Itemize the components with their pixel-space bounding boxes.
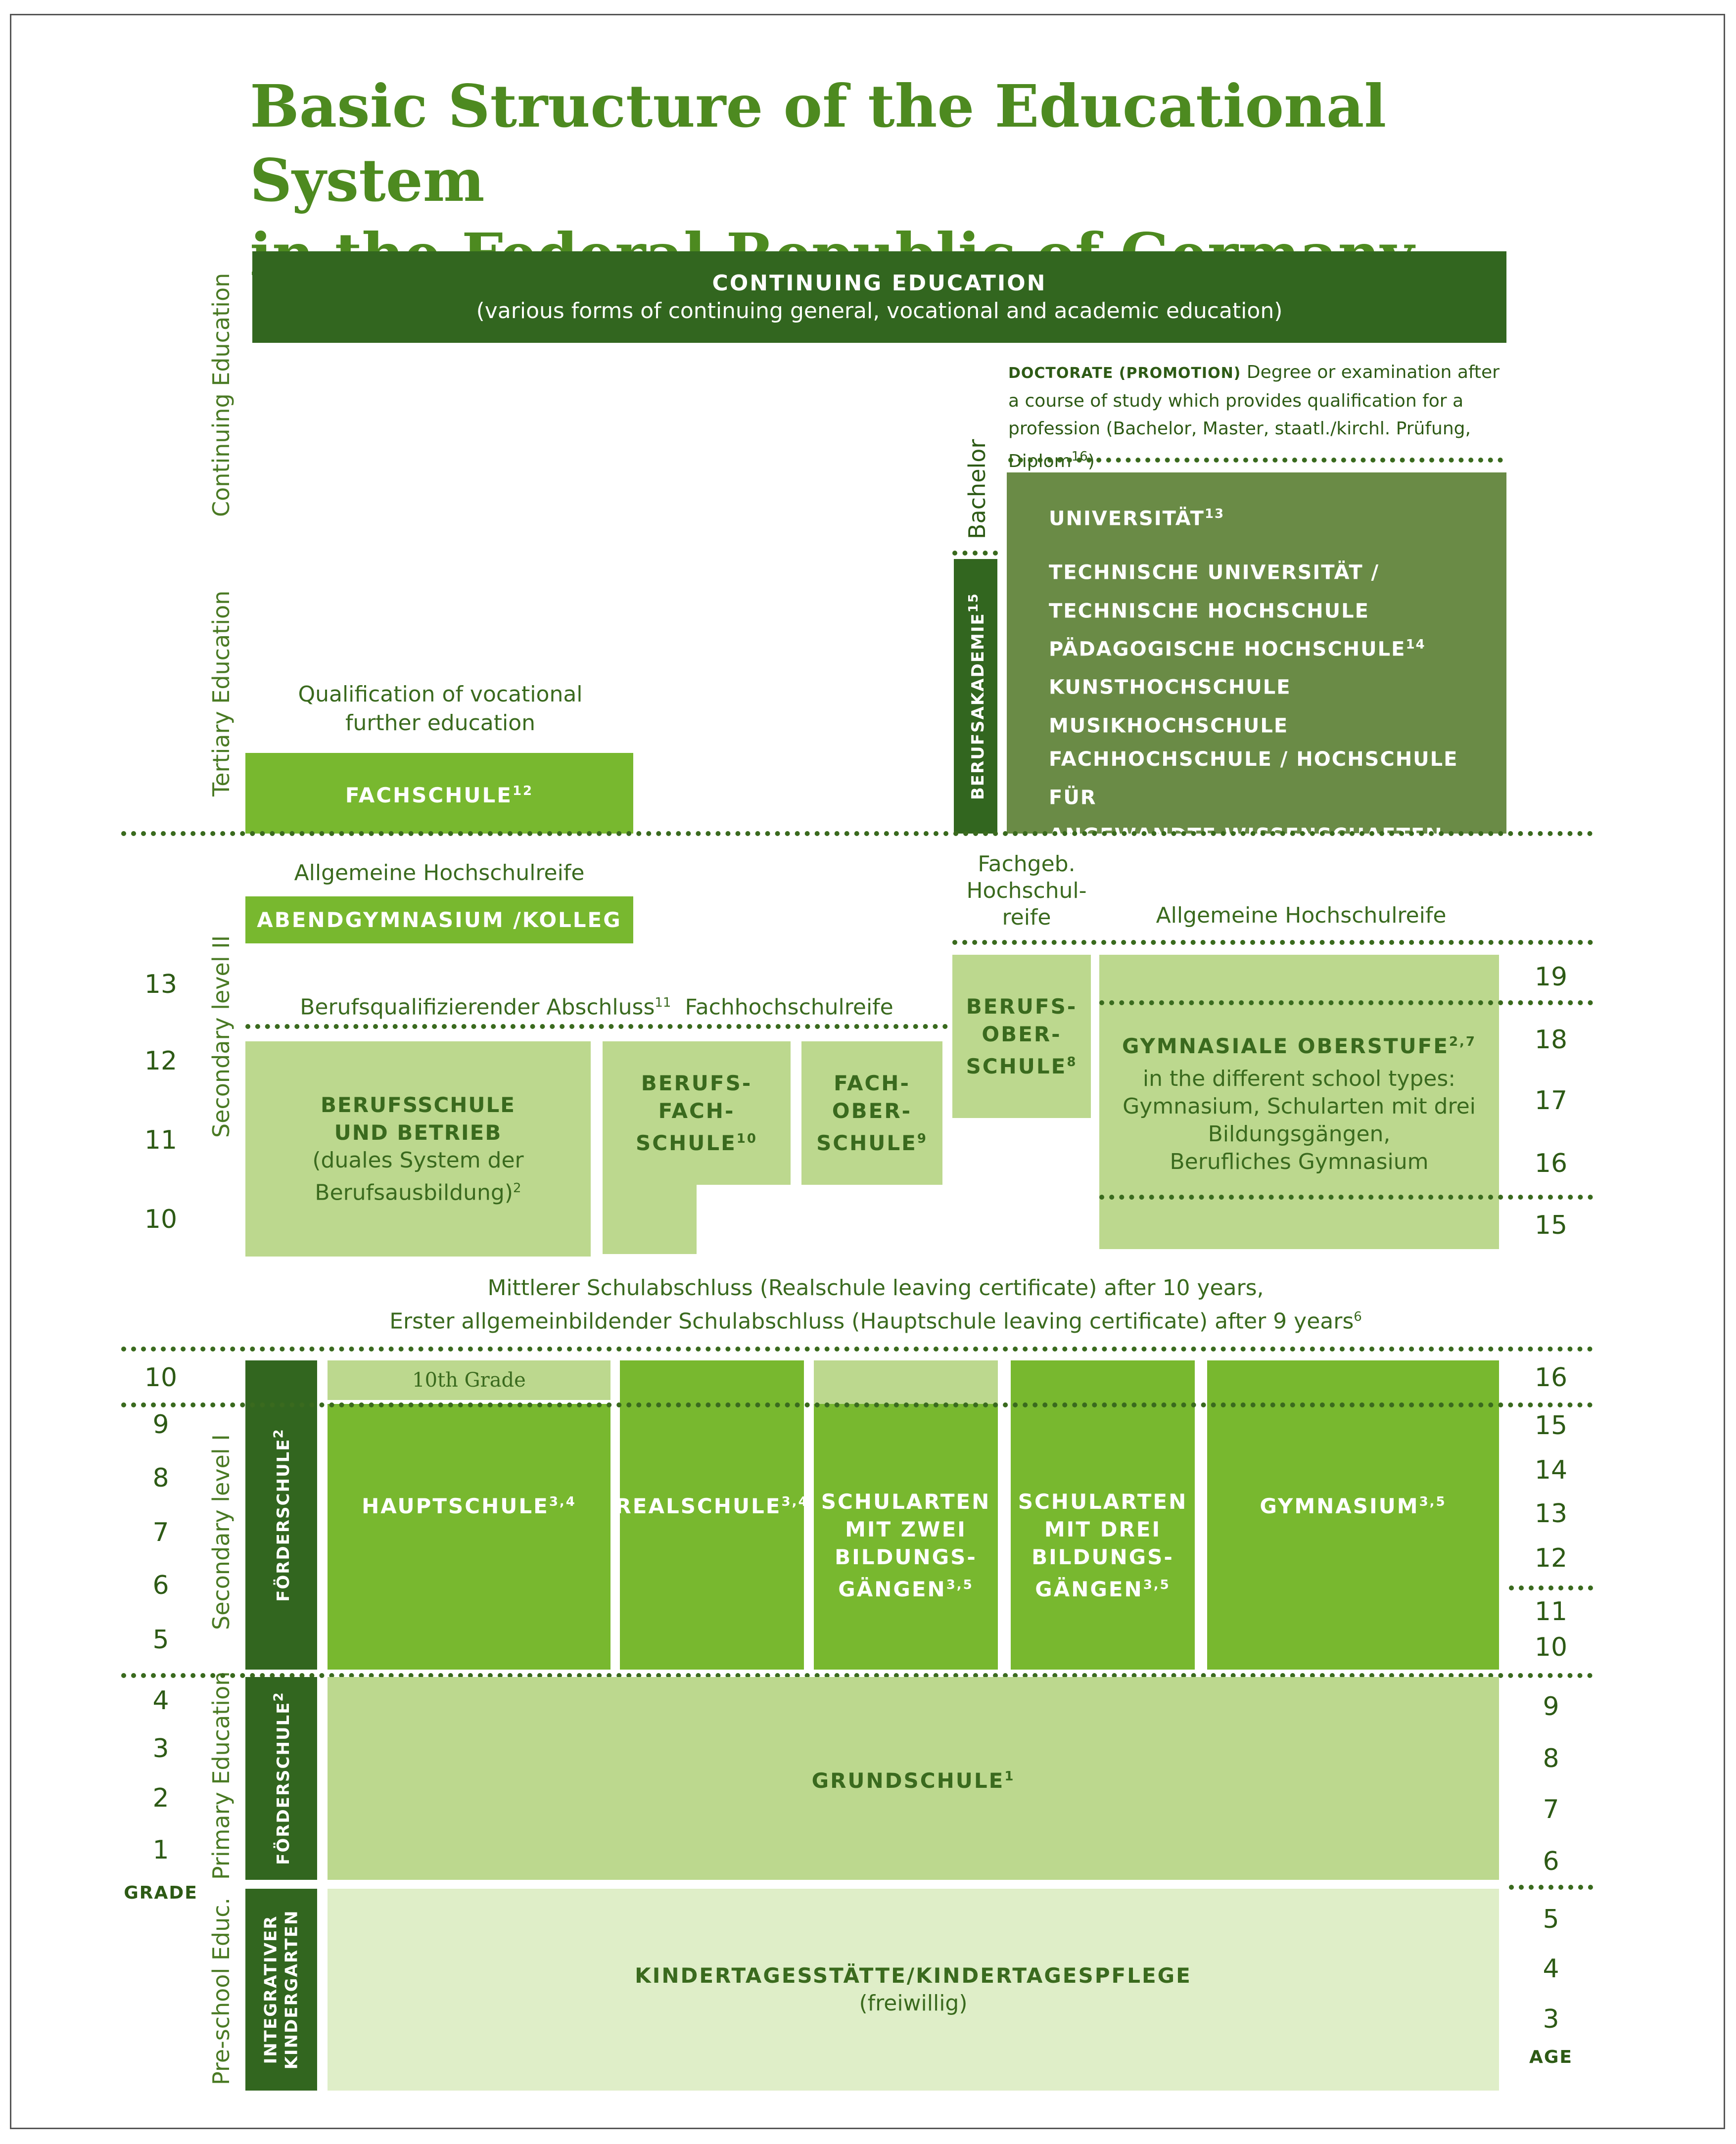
continuing-education-box: CONTINUING EDUCATION (various forms of c… — [252, 251, 1506, 343]
grade-number: 13 — [144, 970, 178, 999]
gymnasiale-oberstufe-box: GYMNASIALE OBERSTUFE2,7 in the different… — [1099, 955, 1499, 1249]
age-label: AGE — [1529, 2047, 1573, 2067]
realschule-box: REALSCHULE3,4 — [615, 1360, 807, 1670]
age-number: 19 — [1534, 962, 1568, 992]
age-number: 7 — [1543, 1795, 1559, 1824]
schularten-drei-box: SCHULARTEN MIT DREI BILDUNGS- GÄNGEN3,5 — [1011, 1360, 1195, 1670]
age-number: 16 — [1534, 1149, 1568, 1178]
grade-number: 11 — [144, 1125, 178, 1155]
divider-gymnasiale-bottom — [1099, 1195, 1593, 1200]
university-item: TECHNISCHE HOCHSCHULE — [1049, 599, 1369, 622]
university-item: VERWALTUNGSFACHHOCHSCHULE — [1049, 862, 1450, 886]
label-tertiary-education: Tertiary Education — [208, 590, 235, 796]
label-preschool-education: Pre-school Educ. — [208, 1897, 235, 2085]
divider-berufsqual — [245, 1024, 948, 1029]
fachschule-box: FACHSCHULE12 — [245, 753, 633, 834]
age-number: 6 — [1543, 1847, 1559, 1876]
age-number: 8 — [1543, 1744, 1559, 1773]
grade-number: 6 — [152, 1571, 169, 1600]
divider-hochschulreife — [952, 940, 1593, 945]
age-number: 9 — [1543, 1692, 1559, 1722]
berufsakademie-box: BERUFSAKADEMIE15 — [954, 559, 997, 834]
gymnasium-box: GYMNASIUM3,5 — [1207, 1360, 1499, 1670]
abendgymnasium-box: ABENDGYMNASIUM /KOLLEG — [245, 896, 633, 943]
berufsfachschule-box: BERUFS- FACH- SCHULE10 — [603, 1041, 791, 1185]
bachelor-label: Bachelor — [964, 439, 990, 539]
age-number: 11 — [1534, 1597, 1568, 1627]
divider-age-11 — [1509, 1585, 1593, 1590]
fachoberschule-box: FACH- OBER- SCHULE9 — [801, 1041, 942, 1185]
label-primary-education: Primary Education — [208, 1671, 235, 1880]
grade-number: 12 — [144, 1046, 178, 1076]
grundschule-box: GRUNDSCHULE1 — [328, 1677, 1499, 1880]
schularten-zwei-top — [814, 1360, 998, 1404]
fachgebundene-hochschulreife-label: Fachgeb. Hochschul- reife — [966, 851, 1087, 930]
grade-number: 3 — [152, 1734, 169, 1764]
grade-number: 8 — [152, 1463, 169, 1493]
university-item: MUSIKHOCHSCHULE — [1049, 714, 1289, 737]
grade-number: 5 — [152, 1625, 169, 1655]
berufsqualifizierender-label: Berufsqualifizierender Abschluss11 Fachh… — [300, 994, 893, 1020]
age-number: 16 — [1534, 1363, 1568, 1393]
label-secondary-level-2: Secondary level II — [208, 935, 235, 1138]
age-number: 14 — [1534, 1455, 1568, 1485]
grade-number: 4 — [152, 1686, 169, 1716]
grade-label: GRADE — [124, 1883, 198, 1903]
age-number: 13 — [1534, 1499, 1568, 1529]
university-item: TECHNISCHE UNIVERSITÄT / — [1049, 561, 1380, 584]
grade-number: 9 — [152, 1410, 169, 1440]
berufsschule-box: BERUFSSCHULE UND BETRIEB (duales System … — [245, 1041, 591, 1257]
divider-primary-top — [121, 1673, 1593, 1678]
grade-number: 10 — [144, 1363, 178, 1393]
university-item: PÄDAGOGISCHE HOCHSCHULE14 — [1049, 637, 1426, 661]
divider-age-6 — [1509, 1885, 1593, 1890]
grade-number: 10 — [144, 1205, 178, 1234]
foerderschule-sec1-box: FÖRDERSCHULE2 — [245, 1360, 317, 1670]
university-item: UNIVERSITÄT13 — [1049, 507, 1225, 530]
age-number: 12 — [1534, 1543, 1568, 1573]
divider-tertiary — [121, 831, 1593, 836]
divider-grade-10 — [121, 1402, 1593, 1407]
age-number: 17 — [1534, 1086, 1568, 1116]
bachelor-divider — [952, 551, 998, 556]
mittlerer-schulabschluss-label: Mittlerer Schulabschluss (Realschule lea… — [389, 1275, 1362, 1334]
qualification-vocational-label: Qualification of vocational further educ… — [298, 682, 583, 736]
allgemeine-hochschulreife-right: Allgemeine Hochschulreife — [1156, 903, 1447, 928]
grade-number: 2 — [152, 1783, 169, 1813]
schularten-zwei-box: SCHULARTEN MIT ZWEI BILDUNGS- GÄNGEN3,5 — [814, 1404, 998, 1670]
age-number: 15 — [1534, 1411, 1568, 1441]
label-secondary-level-1: Secondary level I — [208, 1434, 235, 1630]
age-number: 3 — [1543, 2004, 1559, 2034]
allgemeine-hochschulreife-left: Allgemeine Hochschulreife — [294, 860, 585, 886]
age-number: 15 — [1534, 1211, 1568, 1240]
age-number: 5 — [1543, 1905, 1559, 1934]
divider-secondary-1-top — [121, 1347, 1593, 1352]
age-number: 18 — [1534, 1025, 1568, 1055]
kita-box: KINDERTAGESSTÄTTE/KINDERTAGESPFLEGE (fre… — [328, 1889, 1499, 2091]
tenth-grade-box: 10th Grade — [328, 1360, 610, 1400]
grade-number: 1 — [152, 1835, 169, 1865]
age-number: 4 — [1543, 1954, 1559, 1984]
berufsoberschule-box: BERUFS- OBER- SCHULE8 — [952, 955, 1091, 1118]
university-item: FACHHOCHSCHULE / HOCHSCHULE FÜR — [1049, 747, 1458, 809]
diagram-frame — [10, 14, 1725, 2129]
age-number: 10 — [1534, 1632, 1568, 1662]
divider-gymnasiale-top — [1099, 1000, 1593, 1005]
grade-number: 7 — [152, 1518, 169, 1547]
label-continuing-education: Continuing Education — [208, 273, 235, 517]
hauptschule-box: HAUPTSCHULE3,4 — [328, 1404, 610, 1670]
foerderschule-primary-box: FÖRDERSCHULE2 — [245, 1677, 317, 1880]
doctorate-divider — [1008, 458, 1503, 463]
university-item: KUNSTHOCHSCHULE — [1049, 676, 1291, 699]
